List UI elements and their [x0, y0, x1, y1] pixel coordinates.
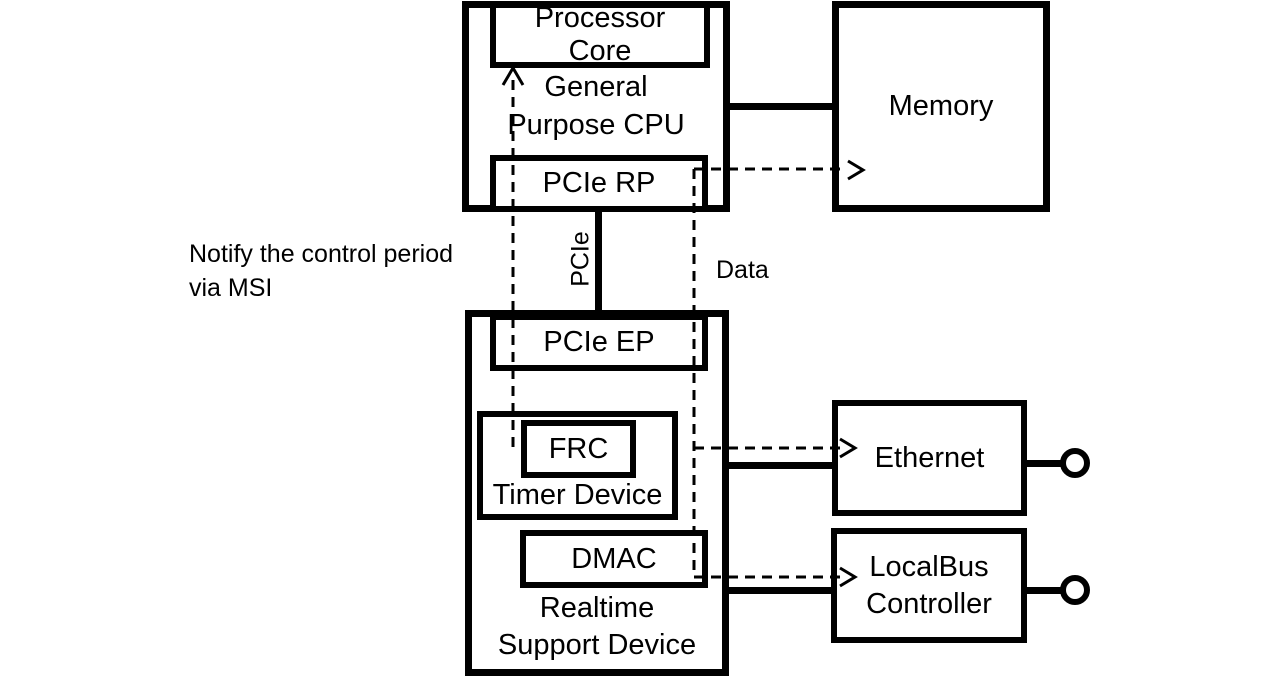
rsd-localbus-line: [726, 587, 835, 594]
processor-core-label-line2: Core: [568, 35, 632, 67]
msi-note-line2: via MSI: [189, 274, 273, 302]
cpu-label-line2: Purpose CPU: [507, 109, 685, 141]
rsd-label-line2: Support Device: [497, 629, 697, 661]
ethernet-port-terminal-icon: [1060, 448, 1090, 478]
msi-note-line1: Notify the control period: [189, 240, 454, 268]
pcie-link-label: PCIe: [566, 231, 595, 287]
localbus-port-line: [1024, 587, 1064, 594]
data-link-label: Data: [716, 256, 769, 284]
cpu-memory-bus-line: [728, 103, 834, 110]
ethernet-box: Ethernet: [832, 400, 1027, 516]
memory-box: Memory: [832, 1, 1050, 212]
ethernet-port-line: [1024, 460, 1064, 467]
rsd-label-line1: Realtime: [539, 592, 655, 624]
frc-label: FRC: [548, 432, 609, 465]
msi-note-label: Notify the control period via MSI: [189, 237, 453, 305]
processor-core-box: Processor Core: [490, 2, 710, 68]
processor-core-label-line1: Processor: [534, 2, 666, 34]
cpu-label-line1: General: [544, 71, 648, 103]
pcie-ep-label: PCIe EP: [543, 326, 655, 358]
frc-box: FRC: [521, 420, 636, 478]
memory-label: Memory: [888, 90, 994, 122]
dmac-box: DMAC: [520, 530, 708, 588]
general-purpose-cpu-label: General Purpose CPU: [462, 68, 730, 144]
timer-device-label: Timer Device: [492, 479, 663, 511]
pcie-ep-box: PCIe EP: [490, 314, 708, 371]
rsd-ethernet-line: [726, 462, 836, 469]
pcie-rp-box: PCIe RP: [490, 155, 708, 212]
localbus-label-line2: Controller: [866, 587, 992, 620]
localbus-port-terminal-icon: [1060, 575, 1090, 605]
dmac-label: DMAC: [571, 542, 657, 575]
pcie-link-line: [595, 209, 602, 313]
ethernet-label: Ethernet: [874, 441, 985, 474]
pcie-rp-label: PCIe RP: [542, 167, 656, 199]
realtime-support-device-label: Realtime Support Device: [465, 590, 729, 664]
localbus-label-line1: LocalBus: [869, 550, 989, 583]
localbus-controller-box: LocalBus Controller: [831, 528, 1027, 643]
